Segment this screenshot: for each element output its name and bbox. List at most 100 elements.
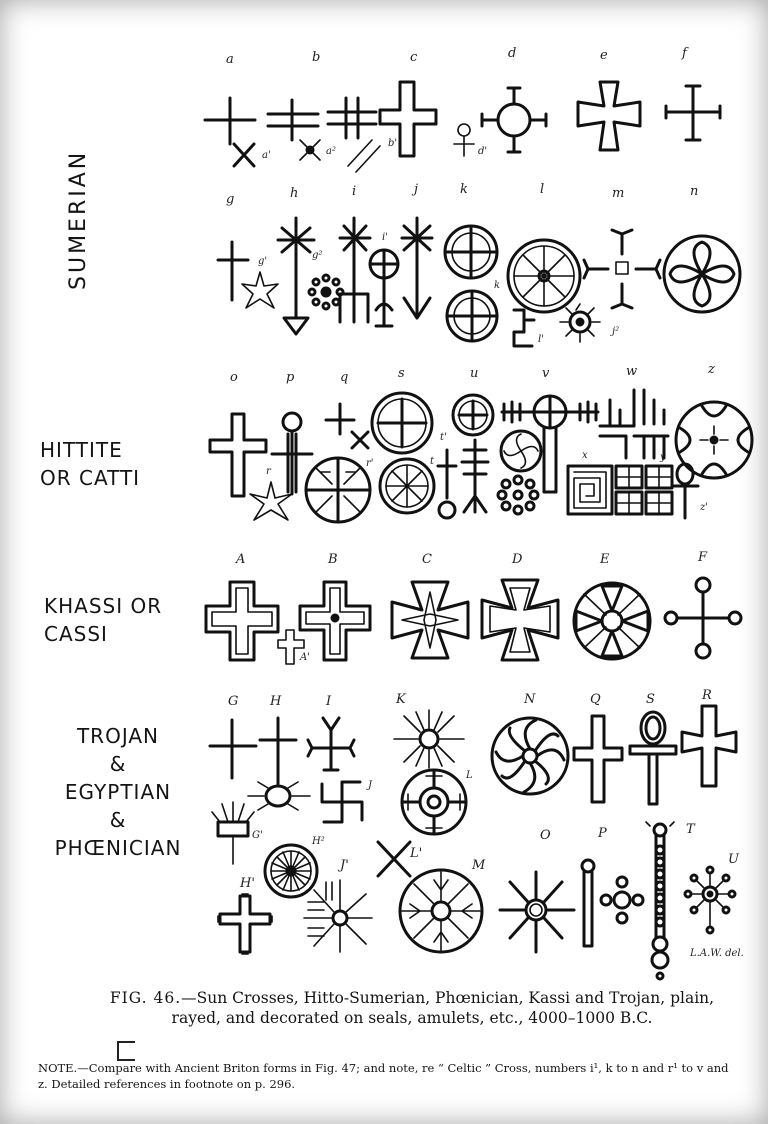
letter-K: K xyxy=(396,692,406,707)
letter-l-prime: l' xyxy=(538,334,544,345)
decorated-circle-z xyxy=(674,400,754,480)
letter-I: I xyxy=(326,694,332,709)
letter-a: a xyxy=(226,52,234,67)
figure-caption: FIG. 46.—Sun Crosses, Hitto-Sumerian, Ph… xyxy=(88,988,736,1028)
letter-g: g xyxy=(226,192,235,207)
letter-q: q xyxy=(340,370,349,385)
letter-M: M xyxy=(472,858,486,873)
quartered-seal-rprime xyxy=(304,456,372,524)
caption-lead: FIG. 46. xyxy=(109,989,182,1007)
outline-latin-cross-o xyxy=(208,412,268,498)
corner-mark xyxy=(117,1041,135,1061)
small-looped-cross-dprime xyxy=(453,123,475,157)
ankh-S xyxy=(628,710,678,806)
pommee-cross-f xyxy=(664,84,722,142)
meander-panel-x xyxy=(566,464,674,516)
looped-cross-p xyxy=(270,411,314,496)
letter-k-small: k xyxy=(494,280,501,291)
latin-cross-Q xyxy=(572,714,624,804)
staff-cross-tprime xyxy=(436,448,458,520)
letter-g-prime: g' xyxy=(258,256,268,267)
label-khassi: KHASSI OR CASSI xyxy=(44,594,163,646)
expanded-cross-R xyxy=(680,704,738,788)
quartered-circle-n xyxy=(662,234,742,314)
label-trojan: TROJAN & EGYPTIAN & PHŒNICIAN xyxy=(54,724,182,860)
letter-A: A xyxy=(236,552,246,567)
letter-H-prime: H' xyxy=(240,876,255,891)
segmented-circle-E xyxy=(572,581,652,661)
wheel-staff-iprime xyxy=(368,248,400,328)
letter-z-prime: z' xyxy=(700,502,709,513)
note-lead: NOTE. xyxy=(38,1061,78,1075)
circle-cross-d xyxy=(480,86,548,154)
letter-f: f xyxy=(682,46,687,61)
letter-b-prime: b' xyxy=(388,138,398,149)
flared-cross-C xyxy=(390,580,470,660)
letter-L-prime: L' xyxy=(410,846,423,861)
letter-i-prime: i' xyxy=(382,232,388,243)
maltese-cross-e xyxy=(576,80,642,152)
letter-B: B xyxy=(328,552,338,567)
star-flower-r xyxy=(249,481,293,521)
letter-S: S xyxy=(646,692,655,707)
letter-u: u xyxy=(470,366,479,381)
small-cross-Aprime xyxy=(277,629,305,665)
letter-T: T xyxy=(686,822,695,837)
double-cross-Hprime xyxy=(217,893,273,955)
note-text: —Compare with Ancient Briton forms in Fi… xyxy=(38,1061,729,1091)
letter-J: J xyxy=(368,780,373,791)
rayed-sun-K xyxy=(393,709,465,769)
circle-cross-s xyxy=(370,391,434,455)
fret-pattern-w xyxy=(598,388,670,460)
rayed-diagram-Jprime xyxy=(303,879,373,953)
decorated-circle-M xyxy=(398,868,484,954)
spoked-wheel-l xyxy=(506,238,582,314)
letter-t-prime: t' xyxy=(440,432,447,443)
letter-J-prime: J' xyxy=(340,858,349,873)
wheel-cross-k xyxy=(443,224,499,280)
rayed-arrow-staff-j xyxy=(400,216,434,320)
spoked-wheel-H2 xyxy=(263,843,319,899)
letter-d-prime: d' xyxy=(478,146,488,157)
letter-o: o xyxy=(230,370,238,385)
flared-cross-D xyxy=(480,578,560,662)
ball-cross-F xyxy=(663,576,743,660)
letter-Q: Q xyxy=(590,692,601,707)
letter-p: p xyxy=(286,370,295,385)
letter-g2: g² xyxy=(312,250,323,261)
letter-r: r xyxy=(266,466,271,477)
letter-G: G xyxy=(228,694,239,709)
letter-H2: H² xyxy=(312,836,325,847)
caption-text: —Sun Crosses, Hitto-Sumerian, Phœnician,… xyxy=(171,989,715,1027)
plain-cross-a xyxy=(203,96,257,168)
label-hittite: HITTITE OR CATTI xyxy=(40,438,141,490)
arrowhead-cross-m xyxy=(582,228,662,310)
double-outline-cross-B xyxy=(298,580,372,662)
letter-n: n xyxy=(690,184,699,199)
dotted-cross-U xyxy=(683,865,737,935)
saltire-Lprime xyxy=(376,840,412,878)
figure-lprime xyxy=(512,308,536,348)
letter-a-prime: a' xyxy=(262,150,271,161)
letter-v: v xyxy=(542,366,550,381)
label-sumerian: SUMERIAN xyxy=(66,149,91,290)
rayed-sun-j2 xyxy=(559,303,601,343)
rayed-circle-t xyxy=(378,457,436,515)
rayed-block-Gprime xyxy=(211,801,255,865)
letter-h: h xyxy=(290,186,299,201)
letter-z: z xyxy=(708,362,715,377)
letter-i: i xyxy=(352,184,357,199)
letter-m: m xyxy=(612,186,625,201)
double-outline-cross-A xyxy=(204,580,280,662)
letter-a2: a² xyxy=(326,146,336,157)
letter-R: R xyxy=(702,688,712,703)
letter-x: x xyxy=(582,450,588,461)
letter-d: d xyxy=(508,46,517,61)
rayed-sun-O xyxy=(498,870,576,954)
letter-N: N xyxy=(524,692,536,707)
letter-e: e xyxy=(600,48,608,63)
letter-L: L xyxy=(466,770,473,781)
artist-credit: L.A.W. del. xyxy=(690,948,744,959)
letter-j: j xyxy=(414,182,419,197)
